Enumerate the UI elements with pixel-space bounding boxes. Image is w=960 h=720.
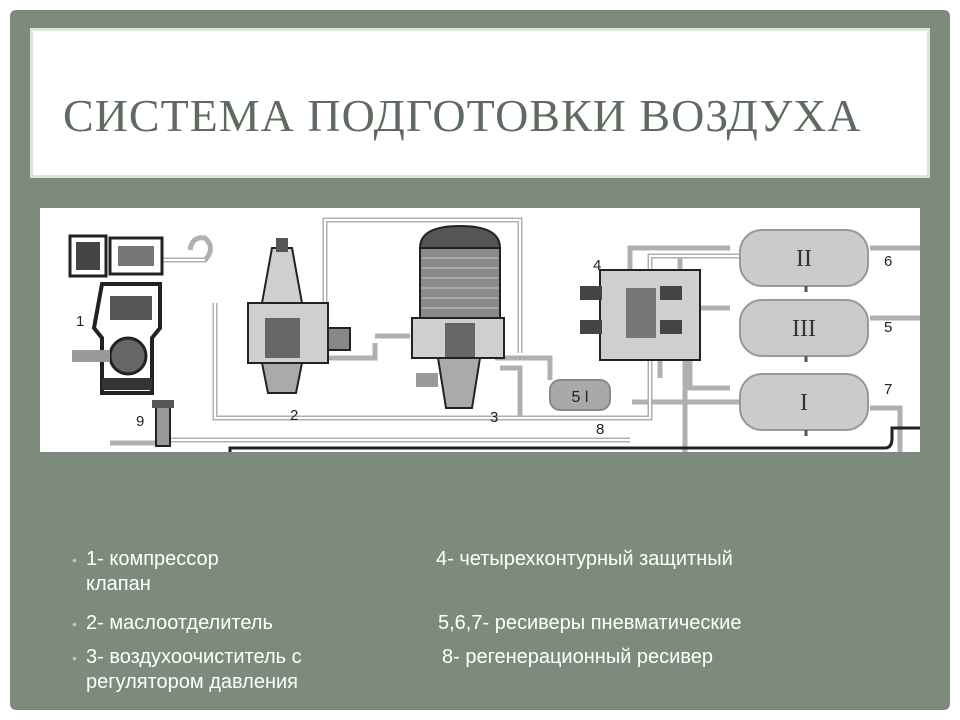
legend-item-2: 2- маслоотделитель (86, 612, 273, 634)
pneumatic-diagram: 5 l II III I (40, 208, 920, 452)
legend-item-5-7: 5,6,7- ресиверы пневматические (438, 612, 742, 634)
bullet-1: • (72, 552, 77, 568)
label-8: 8 (596, 421, 604, 438)
tank-numeral-3: III (792, 316, 816, 342)
label-2: 2 (290, 407, 298, 424)
legend-item-1: 1- компрессор (86, 548, 219, 570)
tank-numeral-1: I (800, 390, 808, 416)
legend-item-4-cont: клапан (86, 573, 151, 595)
legend-item-3-cont: регулятором давления (86, 671, 299, 693)
regeneration-receiver (549, 379, 611, 411)
label-4: 4 (593, 257, 601, 274)
receiver-6 (739, 229, 869, 287)
label-3: 3 (490, 409, 498, 426)
receiver-5 (739, 299, 869, 357)
label-5: 5 (884, 319, 892, 336)
title-box: СИСТЕМА ПОДГОТОВКИ ВОЗДУХА (30, 28, 930, 178)
compressor (68, 234, 164, 395)
legend-item-4: 4- четырехконтурный защитный (436, 548, 733, 570)
bullet-3: • (72, 650, 77, 666)
legend-item-8: 8- регенерационный ресивер (442, 646, 713, 668)
label-1: 1 (76, 313, 84, 330)
slide-title: СИСТЕМА ПОДГОТОВКИ ВОЗДУХА (63, 90, 862, 141)
four-circuit-valve (580, 269, 701, 361)
bullet-2: • (72, 616, 77, 632)
air-dryer (411, 224, 505, 409)
valve-9 (152, 400, 174, 447)
regen-label: 5 l (572, 389, 589, 406)
label-9: 9 (136, 413, 144, 430)
oil-separator (247, 238, 351, 394)
label-7: 7 (884, 381, 892, 398)
label-6: 6 (884, 253, 892, 270)
tank-numeral-2: II (796, 246, 812, 272)
receiver-7 (739, 373, 869, 431)
slide: СИСТЕМА ПОДГОТОВКИ ВОЗДУХА (10, 10, 950, 710)
legend-item-3: 3- воздухоочиститель с (86, 646, 302, 668)
